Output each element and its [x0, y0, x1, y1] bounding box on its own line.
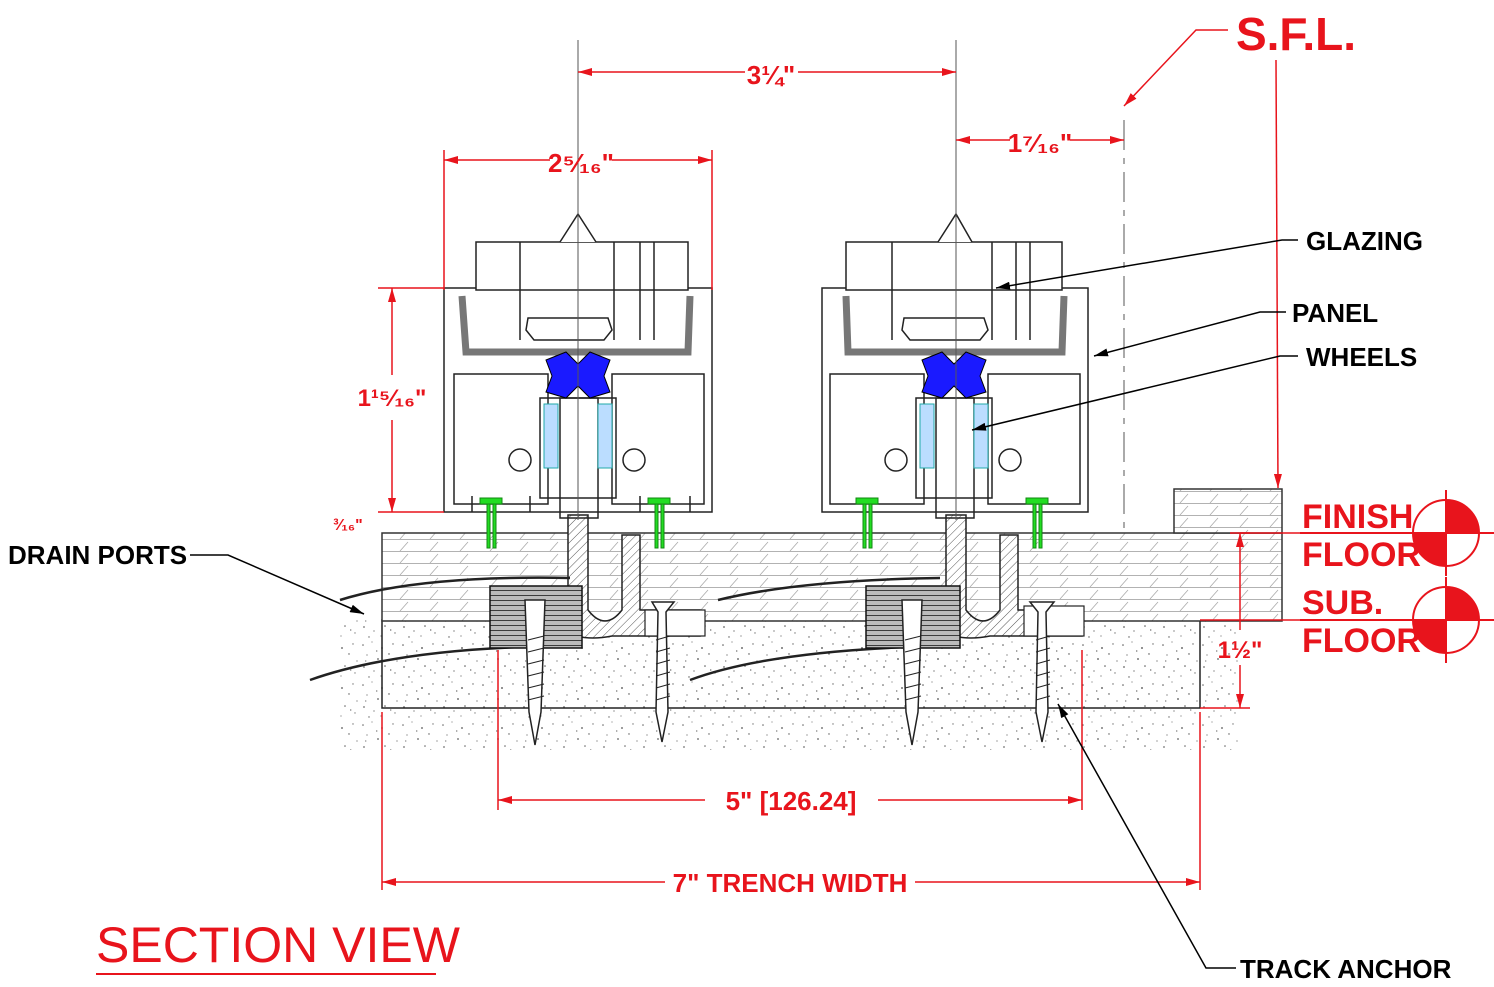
panel-right	[821, 212, 1089, 519]
callout-drain-ports: DRAIN PORTS	[8, 540, 187, 570]
panel-right-wheel	[919, 351, 989, 469]
sfl-label: S.F.L.	[1236, 8, 1356, 60]
screw-threads	[527, 635, 1051, 701]
section-view-title: SECTION VIEW	[96, 917, 461, 973]
finish-floor-boards	[381, 488, 1283, 622]
callout-track-anchor: TRACK ANCHOR	[1240, 954, 1452, 984]
concrete-subfloor	[340, 619, 1240, 750]
centerlines	[577, 40, 1125, 530]
dim-bottom-gap: ³⁄₁₆"	[333, 517, 362, 534]
callout-wheels: WHEELS	[1306, 342, 1417, 372]
sub-floor-marker	[1300, 577, 1494, 663]
panel-left-seals	[479, 497, 671, 549]
panel-right-seals	[855, 497, 1049, 549]
dim-panel-width: 2⁵⁄₁₆"	[548, 148, 614, 178]
dim-panel-height: 1¹⁵⁄₁₆"	[358, 385, 427, 412]
dimension-lines	[378, 29, 1300, 890]
finish-floor-label-2: FLOOR	[1302, 536, 1421, 574]
dim-floor-depth: 1½"	[1218, 637, 1263, 664]
finish-floor-marker	[1300, 490, 1494, 576]
sub-floor-label-2: FLOOR	[1302, 622, 1421, 660]
callout-panel: PANEL	[1292, 298, 1378, 328]
sub-floor-label-1: SUB.	[1302, 584, 1383, 622]
track-profile	[567, 514, 1085, 639]
callout-glazing: GLAZING	[1306, 226, 1423, 256]
finish-floor-label-1: FINISH	[1302, 498, 1413, 536]
dim-offset-to-sfl: 1⁷⁄₁₆"	[1008, 128, 1072, 158]
track-anchor-screws	[524, 599, 1056, 746]
leader-lines	[190, 239, 1298, 969]
dim-panel-spacing: 3¼"	[747, 60, 795, 90]
dim-trench-width: 7" TRENCH WIDTH	[673, 868, 908, 898]
dim-anchor-spacing: 5" [126.24]	[726, 786, 857, 816]
